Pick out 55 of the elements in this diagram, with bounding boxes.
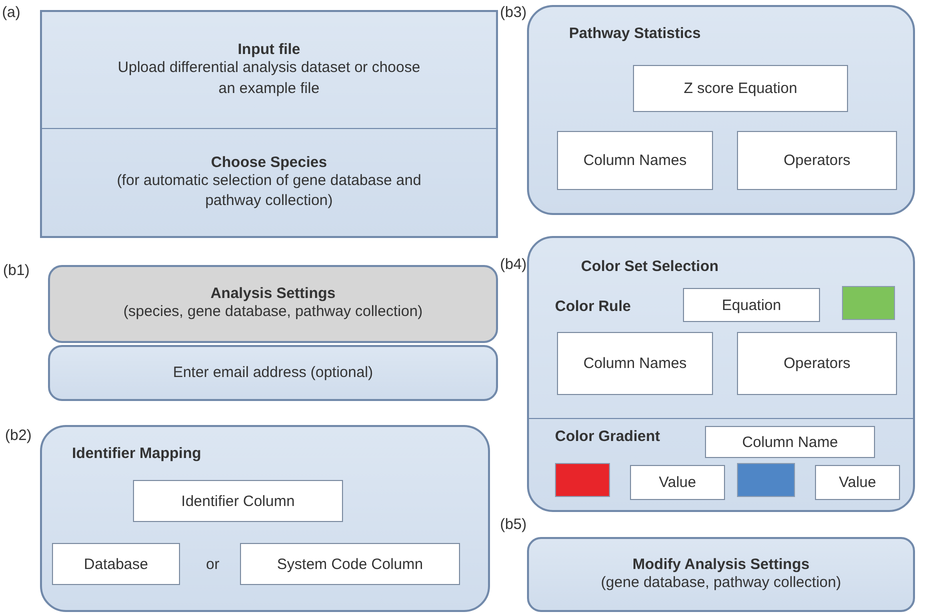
box-label: Column Names [583, 152, 687, 169]
color-swatch [737, 463, 795, 497]
box-label: Operators [784, 152, 850, 169]
section-text: (species, gene database, pathway collection) [123, 302, 423, 322]
box-label: Value [658, 474, 696, 491]
panel-box [40, 10, 498, 238]
section-box [48, 345, 498, 401]
panel-label: (b2) [5, 427, 32, 444]
box-label: Column Names [583, 355, 687, 372]
section-heading: Analysis Settings [210, 285, 336, 302]
panel-box [40, 425, 490, 612]
box-label: Column Name [742, 434, 838, 450]
panel-label: (b5) [500, 516, 527, 533]
panel-label: (b4) [500, 256, 527, 273]
text-box [815, 465, 900, 500]
section-text: (for automatic selection of gene database and pathway collection) [116, 170, 422, 211]
section-heading: Color Rule [555, 298, 631, 315]
panel-box [527, 236, 915, 512]
panel-label: (b3) [500, 4, 527, 21]
box-label: Identifier Column [181, 492, 295, 510]
box-label: Value [838, 474, 876, 491]
panel-box [527, 5, 915, 215]
panel-label: (a) [2, 4, 20, 21]
text-box [52, 543, 180, 585]
panel-label: (b1) [3, 262, 30, 279]
panel-heading: Color Set Selection [581, 258, 719, 275]
color-swatch [555, 463, 610, 497]
section-heading: Input file [238, 41, 300, 58]
box-label: System Code Column [277, 556, 423, 572]
text-box [557, 332, 713, 395]
box-label: Z score Equation [684, 80, 798, 97]
panel-heading: Pathway Statistics [569, 25, 701, 42]
panel-heading: Identifier Mapping [72, 445, 202, 462]
connector-word: or [206, 556, 220, 573]
text-box [683, 288, 820, 322]
box-label: Equation [722, 296, 782, 314]
section-box [48, 265, 498, 343]
text-box [705, 426, 875, 458]
section-text: Enter email address (optional) [172, 362, 374, 383]
section-text: (gene database, pathway collection) [600, 572, 842, 593]
text-box [633, 65, 848, 112]
text-box [133, 480, 343, 522]
section-heading: Modify Analysis Settings [632, 556, 810, 573]
text-box [557, 131, 713, 190]
section-heading: Choose Species [211, 154, 327, 171]
section-heading: Color Gradient [555, 428, 660, 445]
text-box [737, 131, 897, 190]
box-label: Database [84, 556, 148, 572]
text-box [240, 543, 460, 585]
section-box [527, 537, 915, 612]
text-box [630, 465, 725, 500]
section-text: Upload differential analysis dataset or choose an example file [116, 58, 422, 98]
box-label: Operators [784, 355, 850, 372]
color-swatch [842, 286, 895, 320]
text-box [737, 332, 897, 395]
